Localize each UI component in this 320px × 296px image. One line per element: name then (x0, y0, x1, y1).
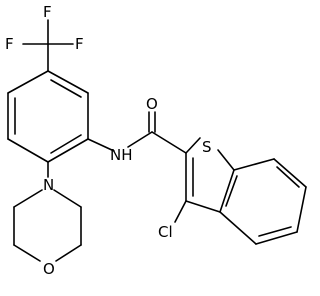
atom-nitrogen-morpholine: N (43, 176, 54, 194)
molecule-structure-diagram: F F F O S NH N Cl O (5, 3, 307, 278)
thiophene-bond-s-c7a (217, 149, 235, 171)
ring-bond-6 (7, 70, 49, 94)
benzo-bond-5 (219, 211, 257, 245)
thiophene-bond-c3a-c3 (185, 200, 221, 213)
atom-fluorine-left: F (5, 35, 14, 53)
bond-c3-to-cl (174, 200, 187, 223)
benzo-bond-1 (233, 158, 275, 171)
ring-bond-1 (47, 70, 89, 94)
benzo-bond-3 (296, 186, 307, 233)
ring-double-inner-1 (50, 79, 82, 98)
benzo-double-inner-2 (258, 226, 292, 237)
atom-oxygen-carbonyl: O (146, 95, 158, 113)
thiophene-bond-c2-s (185, 137, 201, 154)
benzo-double-inner-3 (225, 175, 238, 207)
bond-nh-to-carbonyl (127, 131, 153, 148)
morpholine-bond-3 (13, 244, 41, 262)
ring-bond-3 (47, 138, 89, 163)
bond-carbonyl-to-thiophene (151, 131, 187, 154)
ring-bond-4 (7, 138, 49, 163)
benzothiophene-system (174, 137, 307, 245)
morpholine-ring (13, 161, 82, 262)
atom-oxygen-morpholine: O (43, 260, 55, 278)
benzo-bond-2 (273, 158, 307, 188)
atom-fluorine-right: F (75, 35, 84, 53)
aniline-benzene-ring (7, 70, 89, 163)
atom-chlorine: Cl (158, 223, 173, 241)
atom-fluorine-top: F (43, 3, 52, 21)
morpholine-bond-6 (53, 189, 82, 208)
bond-ring-to-nh (87, 138, 115, 152)
ring-double-inner-2 (50, 134, 82, 154)
atom-sulfur: S (202, 138, 212, 156)
benzo-bond-4 (255, 231, 298, 245)
morpholine-bond-1 (13, 189, 43, 208)
benzo-double-inner-1 (276, 166, 300, 188)
trifluoromethyl-group (22, 19, 74, 72)
morpholine-bond-4 (55, 244, 82, 262)
amide-linkage (87, 111, 187, 154)
thiophene-bond-c7a-c3a (219, 169, 235, 213)
atom-nitrogen-amide: NH (110, 146, 133, 164)
